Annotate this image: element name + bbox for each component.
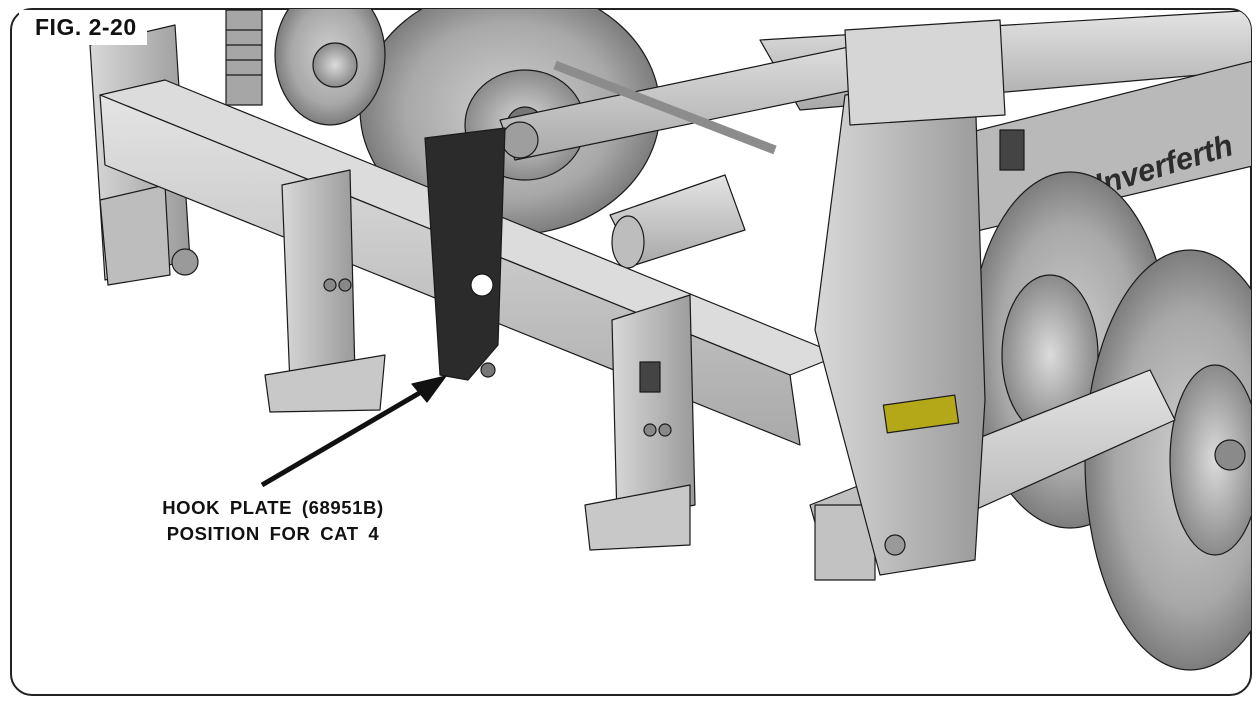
center-decal [639,361,661,393]
right-hub-outer [1169,364,1251,556]
tower-decal [999,129,1025,171]
callout-part-name: HOOK PLATE (68951B) [162,497,384,518]
left-hitch-plate [281,169,356,386]
reflector-decal [882,394,960,434]
left-lower-tube [99,184,171,286]
cross-rod [553,60,777,155]
spring-pin [225,9,263,106]
callout-arrowhead [411,375,447,403]
hook-plate-hole [470,273,494,297]
center-hook [584,484,691,551]
callout-position-note: POSITION FOR CAT 4 [166,523,380,544]
left-hook [264,354,386,413]
right-tower-top [844,19,1006,126]
center-hitch-plate [611,294,696,521]
figure-label: FIG. 2-20 [19,10,147,45]
hook-plate [424,127,506,381]
callout-leader-line [260,385,430,488]
